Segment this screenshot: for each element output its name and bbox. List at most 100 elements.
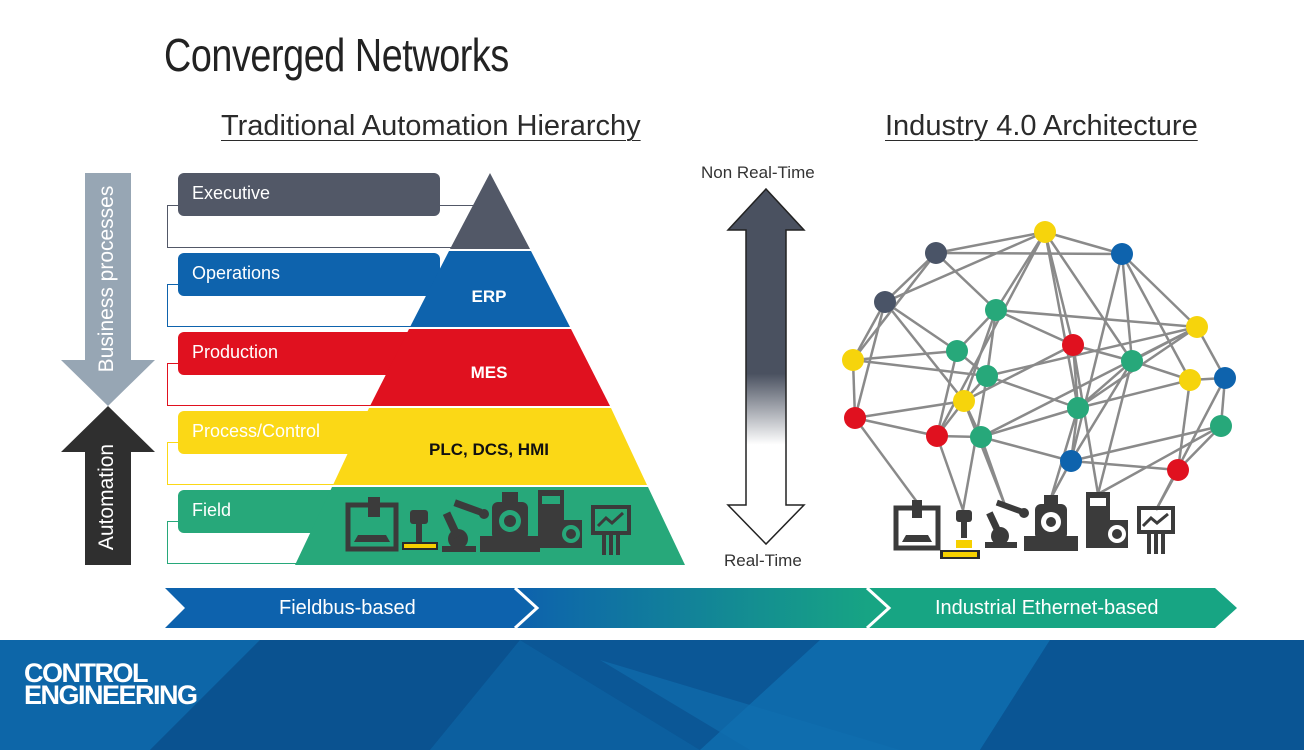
- automation-label: Automation: [95, 443, 118, 551]
- network-node: [1210, 415, 1232, 437]
- network-link: [980, 325, 1198, 439]
- non-real-time-label: Non Real-Time: [701, 163, 815, 182]
- network-link: [884, 301, 965, 402]
- robot-arm-icon: [442, 499, 489, 552]
- fieldbus-based-label: Fieldbus-based: [279, 597, 416, 619]
- network-link: [1077, 360, 1133, 409]
- network-link: [935, 231, 1047, 437]
- push-button-icon: [402, 510, 438, 550]
- network-link: [884, 252, 937, 303]
- pyramid-label-mes: MES: [470, 363, 508, 382]
- network-node: [1167, 459, 1189, 481]
- network-link: [935, 252, 997, 311]
- pyramid-erp-tier: [410, 251, 570, 327]
- traditional-hierarchy-heading: Traditional Automation Hierarchy: [221, 110, 641, 142]
- drive-icon: [1086, 492, 1128, 548]
- protocol-band: [165, 586, 1237, 630]
- network-link: [980, 435, 1072, 463]
- network-link: [1176, 379, 1192, 471]
- network-node: [1060, 450, 1082, 472]
- network-link: [986, 374, 1079, 410]
- network-link: [854, 416, 938, 438]
- network-node: [874, 291, 896, 313]
- real-time-label: Real-Time: [724, 551, 802, 570]
- network-field-icons: [893, 492, 1175, 559]
- network-link: [1043, 231, 1080, 409]
- page-title: Converged Networks: [164, 29, 509, 81]
- network-links: [851, 230, 1227, 511]
- network-link: [1097, 424, 1222, 496]
- network-link: [935, 251, 1123, 256]
- automation-pyramid: [295, 173, 685, 565]
- network-link: [980, 406, 1079, 439]
- network-node: [926, 425, 948, 447]
- control-engineering-logo: CONTROL ENGINEERING: [24, 658, 198, 709]
- business-processes-label: Business processes: [95, 185, 118, 373]
- pyramid-field-icons: [345, 490, 631, 555]
- level-production: Production: [178, 332, 440, 375]
- network-node: [1214, 367, 1236, 389]
- network-node: [985, 299, 1007, 321]
- pyramid-label-erp: ERP: [471, 287, 507, 306]
- sensor-monitor-icon: [591, 505, 631, 555]
- automation-arrow: [61, 406, 155, 565]
- network-link: [1154, 377, 1227, 511]
- logo-line-control: CONTROL: [24, 658, 148, 688]
- network-link: [1044, 230, 1123, 256]
- network-link: [962, 309, 998, 402]
- network-link: [1069, 253, 1124, 462]
- timing-double-arrow: [726, 187, 806, 546]
- network-link: [985, 309, 998, 377]
- network-nodes: [842, 221, 1236, 481]
- network-node: [842, 349, 864, 371]
- network-link: [995, 308, 1074, 347]
- industry-40-heading: Industry 4.0 Architecture: [885, 110, 1198, 142]
- network-link: [1069, 360, 1134, 462]
- network-node: [844, 407, 866, 429]
- network-node: [1111, 243, 1133, 265]
- valve-icon: [480, 492, 540, 552]
- network-link: [884, 300, 958, 353]
- cnc-machine-icon: [345, 497, 399, 552]
- network-node: [1179, 369, 1201, 391]
- robot-arm-icon: [985, 499, 1029, 548]
- cnc-machine-icon: [893, 500, 941, 551]
- level-operations: Operations: [178, 253, 440, 296]
- network-link: [853, 301, 887, 419]
- footer-banner: [0, 640, 1304, 750]
- network-node: [1186, 316, 1208, 338]
- network-link: [1120, 253, 1192, 381]
- network-link: [1071, 344, 1100, 495]
- network-link: [986, 325, 1198, 378]
- sensor-monitor-icon: [1137, 506, 1175, 554]
- industrial-ethernet-based-label: Industrial Ethernet-based: [935, 597, 1159, 619]
- business-processes-arrow: [61, 173, 155, 406]
- network-node: [976, 365, 998, 387]
- network-link: [995, 308, 1198, 329]
- network-link: [853, 417, 919, 503]
- pyramid-control-tier: [333, 408, 647, 485]
- pyramid-field-tier: [295, 487, 685, 565]
- pyramid-mes-tier: [370, 329, 610, 406]
- industry-40-network: [842, 221, 1236, 559]
- network-node: [1062, 334, 1084, 356]
- network-link: [852, 349, 958, 362]
- network-link: [1121, 253, 1198, 328]
- network-node: [1121, 350, 1143, 372]
- network-link: [935, 435, 965, 511]
- network-node: [1034, 221, 1056, 243]
- network-link: [962, 400, 1008, 509]
- network-node: [953, 390, 975, 412]
- network-link: [851, 301, 887, 361]
- valve-icon: [1024, 495, 1078, 551]
- network-node: [925, 242, 947, 264]
- network-node: [1067, 397, 1089, 419]
- drive-icon: [538, 490, 582, 548]
- network-link: [852, 358, 988, 378]
- network-node: [970, 426, 992, 448]
- network-link: [884, 230, 1046, 304]
- push-button-icon: [940, 510, 980, 559]
- footer-background-pattern: [0, 640, 1304, 750]
- network-link: [1096, 360, 1134, 495]
- level-executive: Executive: [178, 173, 440, 216]
